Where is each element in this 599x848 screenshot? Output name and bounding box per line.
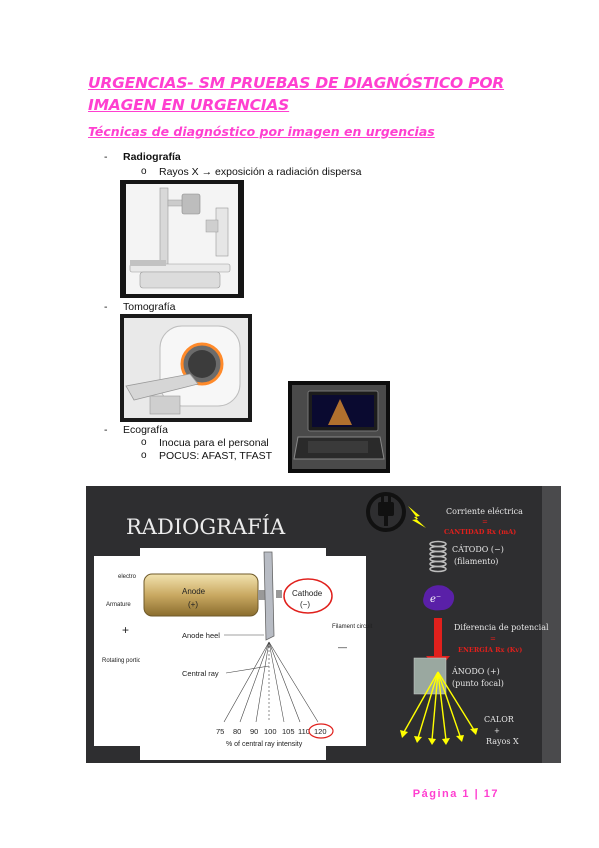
label-filament: Filament circuit (332, 624, 373, 630)
label-catodo: CÁTODO (−) (452, 545, 504, 554)
list-item-label: Radiografía (123, 151, 181, 163)
list-item-label: Ecografía (123, 424, 168, 436)
label-electro: electro (118, 574, 137, 580)
svg-text:e⁻: e⁻ (430, 594, 441, 605)
tick-label: 105 (282, 727, 295, 736)
electron-icon (423, 585, 455, 611)
label-armature: Armature (106, 602, 131, 608)
radiography-slide: RADIOGRAFÍA electro Armature + Rotating … (86, 486, 561, 763)
label-anodo: ÁNODO (+) (451, 667, 500, 676)
power-plug-icon (366, 492, 406, 532)
tick-label: 110 (298, 727, 310, 736)
tick-label: 80 (233, 727, 241, 736)
label-cathode-sign: (−) (300, 600, 310, 609)
label-energia: ENERGÍA Rx (Kv) (458, 645, 522, 654)
label-filamento: (filamento) (454, 557, 498, 566)
document-title: URGENCIAS- SM PRUEBAS DE DIAGNÓSTICO POR… (88, 74, 505, 114)
list-item-label: Tomografía (123, 301, 176, 313)
label-minus: — (338, 642, 347, 652)
svg-text:=: = (490, 635, 496, 643)
tick-label: 75 (216, 727, 224, 736)
label-cathode: Cathode (292, 589, 323, 598)
page-footer: Página 1 | 17 (412, 788, 499, 800)
label-central-ray: Central ray (182, 669, 219, 678)
label-calor: CALOR (484, 715, 515, 724)
label-rotating: Rotating portion (102, 658, 144, 664)
label-rayos: Rayos X (486, 737, 519, 746)
tick-label: 100 (264, 727, 277, 736)
filament-coil-icon (429, 540, 447, 573)
page-number: 1 (462, 788, 471, 800)
tick-label: 90 (250, 727, 258, 736)
label-anode-sign: (+) (188, 600, 198, 609)
xray-machine-image (120, 180, 244, 298)
ct-scanner-image (120, 314, 252, 422)
page-total: 17 (483, 788, 499, 800)
label-anode: Anode (182, 587, 206, 596)
intensity-label: % of central ray intensity (226, 741, 303, 748)
tick-label: 120 (314, 727, 327, 736)
svg-text:+: + (494, 727, 500, 735)
ultrasound-device-image (288, 381, 390, 473)
slide-heading: RADIOGRAFÍA (126, 515, 286, 539)
label-plus: + (122, 623, 129, 637)
section-subtitle: Técnicas de diagnóstico por imagen en ur… (88, 124, 435, 139)
label-diferencia: Diferencia de potencial (454, 623, 549, 632)
label-cantidad: CANTIDAD Rx (mA) (444, 528, 516, 536)
label-corriente: Corriente eléctrica (446, 507, 523, 516)
lightning-icon (408, 506, 426, 528)
svg-text:=: = (482, 518, 488, 526)
label-focal: (punto focal) (452, 679, 504, 688)
label-anode-heel: Anode heel (182, 631, 220, 640)
